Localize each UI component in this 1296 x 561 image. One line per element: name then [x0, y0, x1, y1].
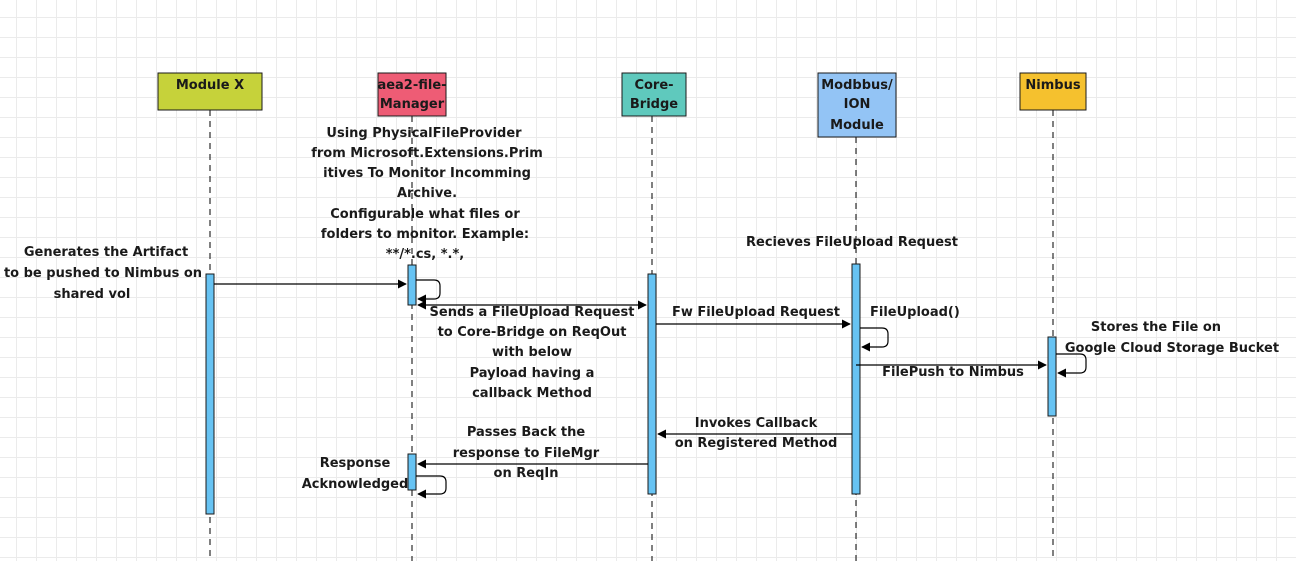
note-stores: Stores the File on Google Cloud Storage …: [1065, 320, 1279, 356]
self-message-ack: [416, 475, 447, 499]
note-line: Recieves FileUpload Request: [746, 235, 958, 250]
actor-modbus: Modbbus/ ION Module: [817, 72, 897, 138]
note-line: to be pushed to Nimbus on: [4, 266, 202, 281]
message-label: FilePush to Nimbus: [882, 365, 1024, 380]
label-response-ack: Response Acknowledged: [302, 456, 409, 492]
message-label: to Core-Bridge on ReqOut: [438, 325, 627, 340]
actor-core-bridge: Core- Bridge: [621, 72, 687, 117]
actor-label: Module: [830, 118, 884, 133]
message-label: callback Method: [472, 386, 592, 401]
activation-file-manager-2: [407, 453, 417, 491]
note-line: **/*.cs, *.*,: [386, 247, 464, 262]
activation-modbus: [851, 263, 861, 495]
note-line: Archive.: [397, 186, 457, 201]
actor-file-manager: aea2-file- Manager: [377, 72, 447, 117]
note-generate: Generates the Artifact to be pushed to N…: [4, 245, 202, 302]
label-file-upload-self: FileUpload(): [870, 305, 960, 320]
self-message-file-monitor: [416, 279, 441, 304]
actor-label: Manager: [380, 97, 445, 112]
actor-label: Modbbus/: [821, 78, 893, 93]
label-file-push: FilePush to Nimbus: [882, 365, 1024, 380]
note-line: Configurable what files or: [330, 207, 520, 222]
note-line: folders to monitor. Example:: [321, 227, 529, 242]
note-line: Google Cloud Storage Bucket: [1065, 341, 1279, 356]
actor-label: Core-: [634, 78, 673, 93]
actor-label: aea2-file-: [377, 78, 446, 93]
activation-nimbus: [1047, 336, 1057, 417]
message-label: FileUpload(): [870, 305, 960, 320]
activation-core-bridge: [647, 273, 657, 495]
activation-module-x: [205, 273, 215, 515]
note-recieves: Recieves FileUpload Request: [746, 235, 958, 250]
note-line: from Microsoft.Extensions.Prim: [311, 146, 543, 161]
activation-file-manager-1: [407, 264, 417, 306]
message-label: Passes Back the: [467, 425, 586, 440]
note-line: shared vol: [54, 287, 131, 302]
message-label: on Registered Method: [675, 436, 838, 451]
message-label: response to FileMgr: [453, 446, 600, 461]
self-message-file-upload: [860, 327, 889, 352]
message-label: Acknowledged: [302, 477, 409, 492]
actor-module-x: Module X: [157, 72, 263, 111]
note-file-monitor: Using PhysicalFileProvider from Microsof…: [311, 126, 543, 262]
actor-label: ION: [844, 97, 871, 112]
actor-label: Nimbus: [1025, 78, 1080, 93]
label-passes-back: Passes Back the response to FileMgr on R…: [453, 425, 600, 481]
note-line: Using PhysicalFileProvider: [326, 126, 522, 141]
label-fw-upload: Fw FileUpload Request: [672, 305, 840, 320]
note-line: Stores the File on: [1091, 320, 1221, 335]
actor-nimbus: Nimbus: [1019, 72, 1087, 111]
message-label: on ReqIn: [494, 466, 559, 481]
actor-label: Module X: [176, 78, 244, 93]
message-label: Sends a FileUpload Request: [430, 305, 635, 320]
message-label: Fw FileUpload Request: [672, 305, 840, 320]
actor-label: Bridge: [630, 97, 678, 112]
note-line: Generates the Artifact: [24, 245, 188, 260]
message-label: Response: [320, 456, 391, 471]
message-label: Payload having a: [470, 366, 595, 381]
message-label: with below: [492, 345, 572, 360]
self-message-store: [1056, 353, 1087, 378]
note-line: itives To Monitor Incomming: [323, 166, 531, 181]
label-sends-upload: Sends a FileUpload Request to Core-Bridg…: [430, 305, 635, 401]
label-invokes-callback: Invokes Callback on Registered Method: [675, 416, 838, 451]
message-label: Invokes Callback: [695, 416, 818, 431]
